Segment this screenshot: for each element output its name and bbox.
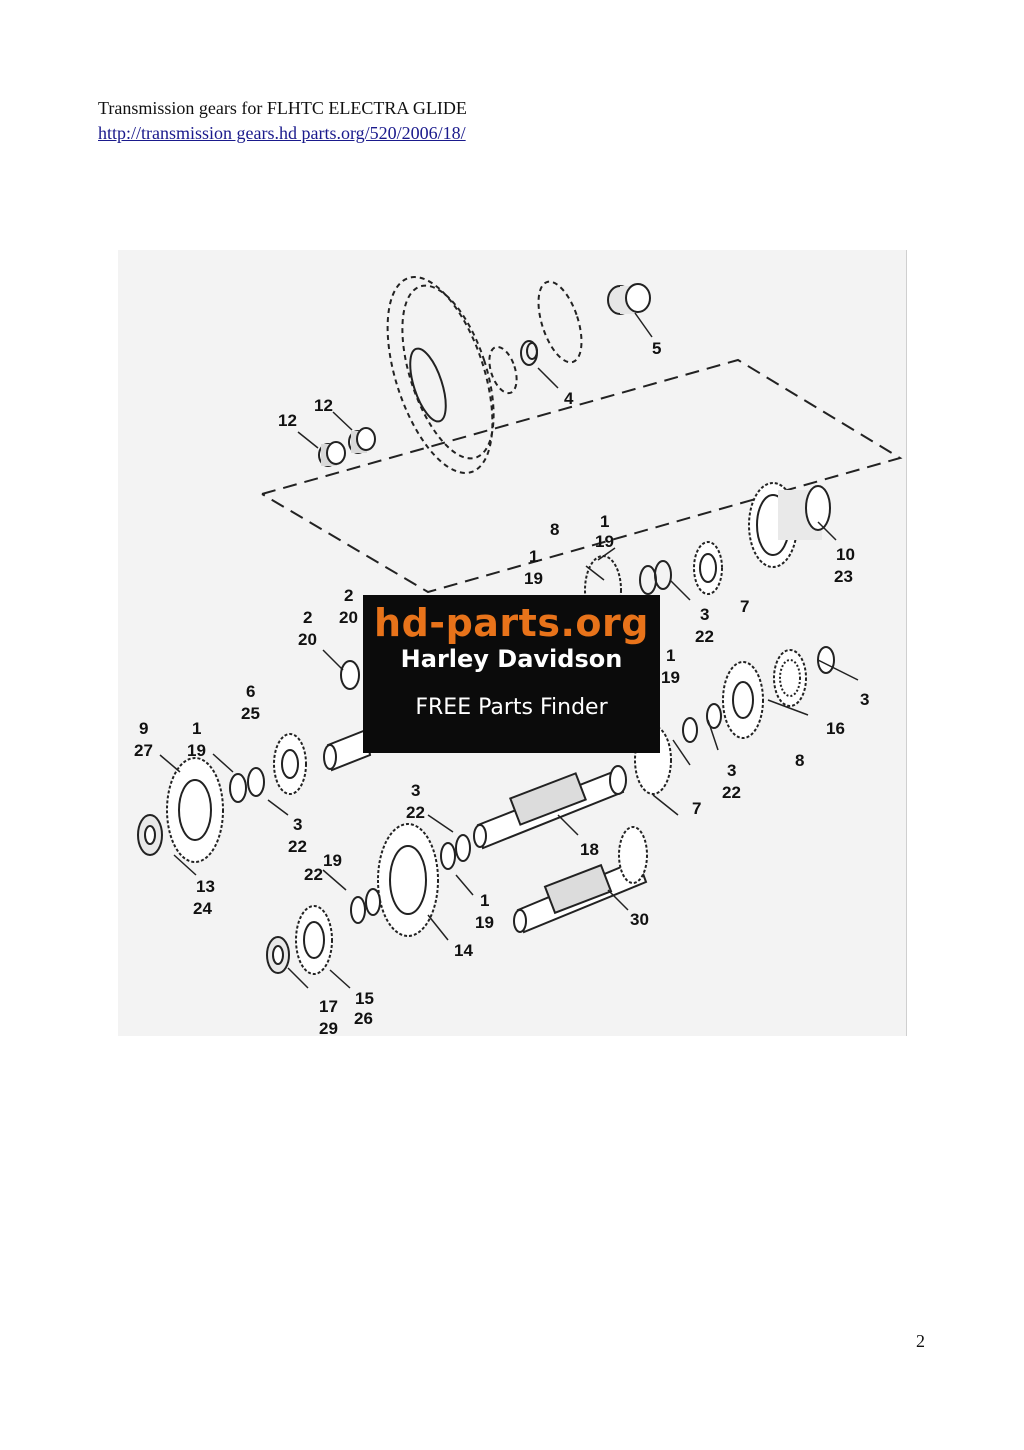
callout-label: 8 [550, 520, 559, 539]
callout-label: 1 [666, 646, 675, 665]
callout-label: 19 [595, 532, 614, 551]
callout-label: 29 [319, 1019, 338, 1036]
callout-label: 13 [196, 877, 215, 896]
diagram-svg: 5 4 12 12 1 19 10 23 8 1 19 3 22 7 2 20 … [134, 276, 903, 1036]
callout-label: 24 [193, 899, 212, 918]
callout-label: 12 [314, 396, 333, 415]
gear-16-and-8-right [634, 646, 835, 795]
callout-label: 4 [564, 389, 574, 408]
main-drive-gear [693, 482, 831, 595]
callout-labels: 5 4 12 12 1 19 10 23 8 1 19 3 22 7 2 20 … [134, 339, 869, 1036]
callout-label: 1 [192, 719, 201, 738]
callout-label: 20 [339, 608, 358, 627]
callout-label: 3 [700, 605, 709, 624]
callout-label: 20 [298, 630, 317, 649]
seal-4 [520, 283, 651, 366]
dashed-envelope [261, 358, 903, 594]
callout-label: 22 [695, 627, 714, 646]
callout-label: 19 [524, 569, 543, 588]
callout-label: 3 [860, 690, 869, 709]
ad-tagline: FREE Parts Finder [415, 695, 608, 720]
callout-label: 7 [692, 799, 701, 818]
callout-label: 1 [529, 547, 538, 566]
callout-label: 2 [303, 608, 312, 627]
gear-14-lower [350, 823, 471, 937]
callout-label: 19 [475, 913, 494, 932]
gear-15-lower [266, 905, 333, 975]
callout-label: 8 [795, 751, 804, 770]
callout-label: 18 [580, 840, 599, 859]
source-link[interactable]: http://transmission gears.hd parts.org/5… [98, 123, 466, 143]
callout-label: 26 [354, 1009, 373, 1028]
input-shaft-left [323, 660, 372, 772]
callout-label: 22 [406, 803, 425, 822]
countershaft-18 [473, 765, 627, 850]
callout-label: 7 [740, 597, 749, 616]
ad-brand-text: hd-parts.org [374, 601, 649, 645]
leader-lines [159, 312, 859, 989]
callout-label: 22 [722, 783, 741, 802]
callout-label: 15 [355, 989, 374, 1008]
callout-label: 17 [319, 997, 338, 1016]
callout-label: 27 [134, 741, 153, 760]
clutch-hub-gear [386, 276, 583, 474]
callout-label: 1 [480, 891, 489, 910]
callout-label: 19 [661, 668, 680, 687]
callout-label: 2 [344, 586, 353, 605]
bearing-12 [318, 427, 376, 467]
callout-label: 3 [727, 761, 736, 780]
callout-label: 22 [304, 865, 323, 884]
gear-9-left [137, 733, 307, 863]
callout-label: 5 [652, 339, 661, 358]
callout-label: 25 [241, 704, 260, 723]
shaft-30 [513, 826, 648, 934]
callout-label: 22 [288, 837, 307, 856]
callout-label: 14 [454, 941, 473, 960]
callout-label: 19 [323, 851, 342, 870]
callout-label: 12 [278, 411, 297, 430]
transmission-exploded-diagram: 5 4 12 12 1 19 10 23 8 1 19 3 22 7 2 20 … [118, 250, 907, 1036]
callout-label: 30 [630, 910, 649, 929]
callout-label: 16 [826, 719, 845, 738]
document-title: Transmission gears for FLHTC ELECTRA GLI… [98, 98, 467, 118]
callout-label: 6 [246, 682, 255, 701]
callout-label: 1 [600, 512, 609, 531]
callout-label: 23 [834, 567, 853, 586]
callout-label: 3 [293, 815, 302, 834]
callout-label: 3 [411, 781, 420, 800]
hd-parts-ad-banner[interactable]: hd-parts.org Harley Davidson FREE Parts … [363, 595, 660, 753]
callout-label: 9 [139, 719, 148, 738]
callout-label: 10 [836, 545, 855, 564]
callout-label: 19 [187, 741, 206, 760]
page-number: 2 [916, 1331, 925, 1351]
ad-subtitle: Harley Davidson [400, 645, 623, 673]
